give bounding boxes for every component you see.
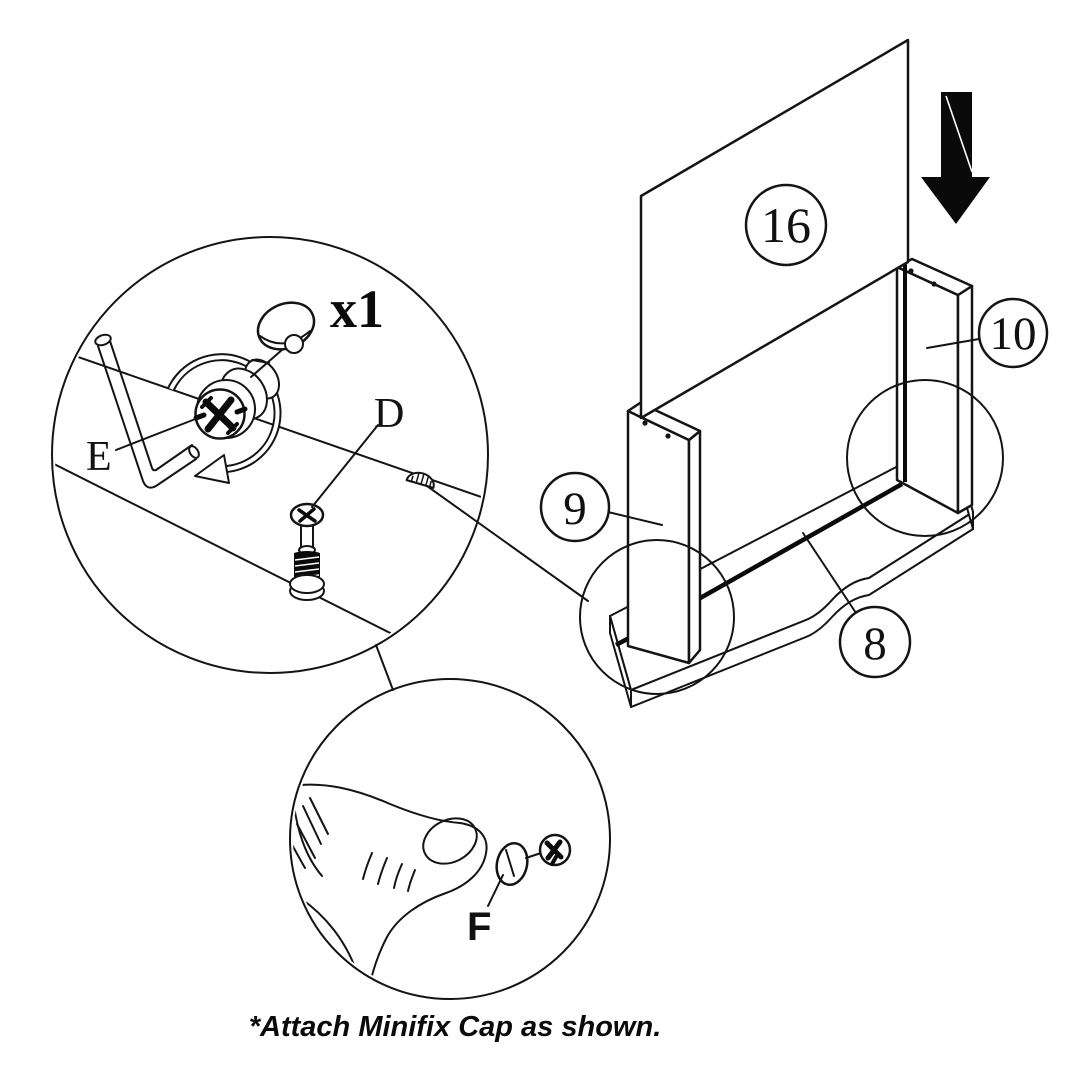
left-corner-detail-circle bbox=[579, 539, 735, 695]
cam-lock-small-icon bbox=[538, 833, 572, 867]
thumb-press-icon bbox=[293, 783, 488, 996]
callout-part-9: 9 bbox=[539, 471, 663, 543]
minifix-bolt-icon bbox=[289, 502, 325, 601]
panel10-hole-dot bbox=[931, 281, 937, 287]
part-label-16: 16 bbox=[761, 197, 811, 253]
part-label-10: 10 bbox=[990, 308, 1037, 360]
right-corner-detail-circle bbox=[846, 379, 1004, 537]
detail-connector-line bbox=[375, 644, 394, 691]
label-E-leader bbox=[115, 417, 199, 451]
cap-to-cam-line bbox=[525, 852, 542, 859]
panel10-side-face bbox=[956, 284, 974, 515]
left-panel-9 bbox=[626, 401, 702, 665]
panel9-hole-dot bbox=[665, 433, 671, 439]
hex-key-icon bbox=[94, 333, 200, 489]
label-F-leader bbox=[487, 874, 504, 907]
panel9-front-face bbox=[626, 409, 691, 665]
hardware-label-E: E bbox=[86, 434, 112, 480]
assembly-view bbox=[579, 38, 1004, 708]
callout-part-16: 16 bbox=[744, 183, 828, 267]
quantity-note: x1 bbox=[330, 279, 384, 339]
down-arrow-icon bbox=[921, 92, 990, 224]
base-groove-line bbox=[693, 482, 904, 603]
part-label-9: 9 bbox=[563, 483, 587, 535]
magnifier-leader-line bbox=[419, 480, 589, 602]
panel9-hole-dot bbox=[642, 420, 648, 426]
step-caption: *Attach Minifix Cap as shown. bbox=[249, 1011, 662, 1043]
callout-part-8: 8 bbox=[802, 532, 912, 679]
minifix-cap-small-icon bbox=[495, 841, 529, 887]
base-left-end-face bbox=[609, 615, 632, 708]
knuckle-wrinkles bbox=[362, 852, 416, 892]
panel10-hole-dot bbox=[908, 268, 914, 274]
thumbnail bbox=[422, 817, 478, 865]
minifix-cap-icon bbox=[250, 301, 316, 378]
panel-edge-line-bottom bbox=[55, 461, 435, 656]
label-D-leader bbox=[311, 424, 379, 508]
hardware-label-D: D bbox=[374, 391, 404, 437]
part-callouts: 16 10 9 8 bbox=[539, 183, 1049, 679]
hardware-detail-circle bbox=[51, 236, 489, 674]
installed-bolt-head-icon bbox=[405, 471, 435, 489]
right-panel-10 bbox=[895, 257, 974, 515]
part-label-8: 8 bbox=[863, 618, 887, 670]
cap-leader-line bbox=[250, 348, 284, 378]
callout-part-10: 10 bbox=[926, 297, 1049, 369]
palm-lines bbox=[293, 797, 329, 877]
hardware-label-F: F bbox=[467, 905, 491, 949]
cap-press-detail-circle bbox=[289, 678, 611, 1000]
cap-press-detail-view: F bbox=[289, 678, 611, 1000]
hardware-detail-view: x1 E D bbox=[51, 236, 489, 674]
